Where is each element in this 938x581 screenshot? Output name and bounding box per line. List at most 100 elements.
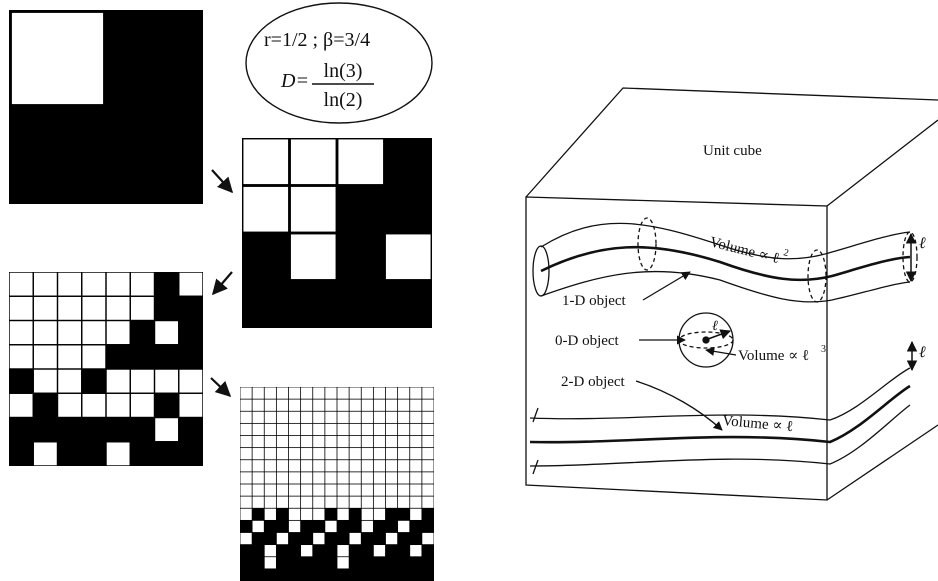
white-cell [422,532,434,545]
white-cell [82,321,106,345]
white-cell [337,411,349,423]
label-0d-object: 0-D object [555,333,620,349]
white-cell [398,435,410,448]
sphere-ell-label: ℓ [712,319,718,334]
white-cell [373,448,386,460]
white-cell [276,411,289,423]
white-cell [240,532,252,545]
white-cell [422,460,434,472]
white-cell [361,399,373,411]
white-cell [313,496,325,508]
white-cell [301,484,313,496]
white-cell [179,393,203,417]
white-cell [325,387,337,399]
cube-top-face [525,87,938,198]
white-cell [276,387,289,399]
sphere-radius-arrow [707,329,731,340]
white-cell [288,484,301,496]
white-cell [301,399,313,411]
sheet-ell-label: ℓ [919,344,926,361]
white-cell [240,448,252,460]
white-cell [240,460,252,472]
white-cell [398,387,410,399]
white-cell [301,472,313,484]
sphere-volume-label: Volume ∝ ℓ [738,348,809,364]
white-cell [264,545,276,557]
white-cell [313,399,325,411]
white-cell [385,423,398,436]
white-cell [349,387,361,399]
white-cell [398,496,410,508]
white-cell [288,399,301,411]
white-cell [288,520,301,533]
white-cell [422,448,434,460]
white-cell [373,387,386,399]
white-cell [313,484,325,496]
white-cell [288,496,301,508]
white-cell [373,508,386,520]
fractal-level-0-grid [9,10,203,204]
white-cell [385,435,398,448]
white-cell [398,460,410,472]
white-cell [290,234,336,280]
white-cell [337,435,349,448]
white-cell [349,448,361,460]
white-cell [410,399,422,411]
white-cell [290,186,336,232]
white-cell [385,387,398,399]
white-cell [252,435,264,448]
white-cell [9,345,33,369]
white-cell [276,496,289,508]
white-cell [82,345,106,369]
arrow-level2-to-3 [210,377,232,398]
white-cell [337,484,349,496]
white-cell [385,411,398,423]
white-cell [252,387,264,399]
white-cell [106,393,130,417]
white-cell [373,496,386,508]
white-cell [264,448,276,460]
white-cell [361,508,373,520]
white-cell [422,484,434,496]
white-cell [337,460,349,472]
cube-title: Unit cube [703,143,762,159]
white-cell [243,186,289,232]
sheet-volume-label: Volume ∝ ℓ [722,413,794,435]
white-cell [240,387,252,399]
white-cell [264,411,276,423]
white-cell [264,423,276,436]
formula-denominator: ln(2) [324,89,363,111]
formula-numerator: ln(3) [324,60,363,82]
white-cell [276,435,289,448]
white-cell [373,460,386,472]
white-cell [398,520,410,533]
white-cell [264,435,276,448]
white-cell [337,508,349,520]
white-cell [240,508,252,520]
white-cell [398,399,410,411]
fractal-level-3-grid [240,387,434,581]
white-cell [264,460,276,472]
white-cell [243,139,289,185]
white-cell [361,460,373,472]
white-cell [264,508,276,520]
white-cell [337,387,349,399]
sheet-2d-object [529,367,911,475]
arrow-level1-to-2 [211,271,233,296]
white-cell [422,387,434,399]
white-cell [373,423,386,436]
tube-axis [540,245,911,282]
white-cell [252,448,264,460]
white-cell [252,411,264,423]
white-cell [301,496,313,508]
white-cell [106,442,130,466]
white-cell [373,472,386,484]
white-cell [422,399,434,411]
white-cell [349,460,361,472]
white-cell [410,508,422,520]
white-cell [82,272,106,296]
white-cell [130,296,154,320]
white-cell [301,411,313,423]
white-cell [240,399,252,411]
white-cell [398,423,410,436]
